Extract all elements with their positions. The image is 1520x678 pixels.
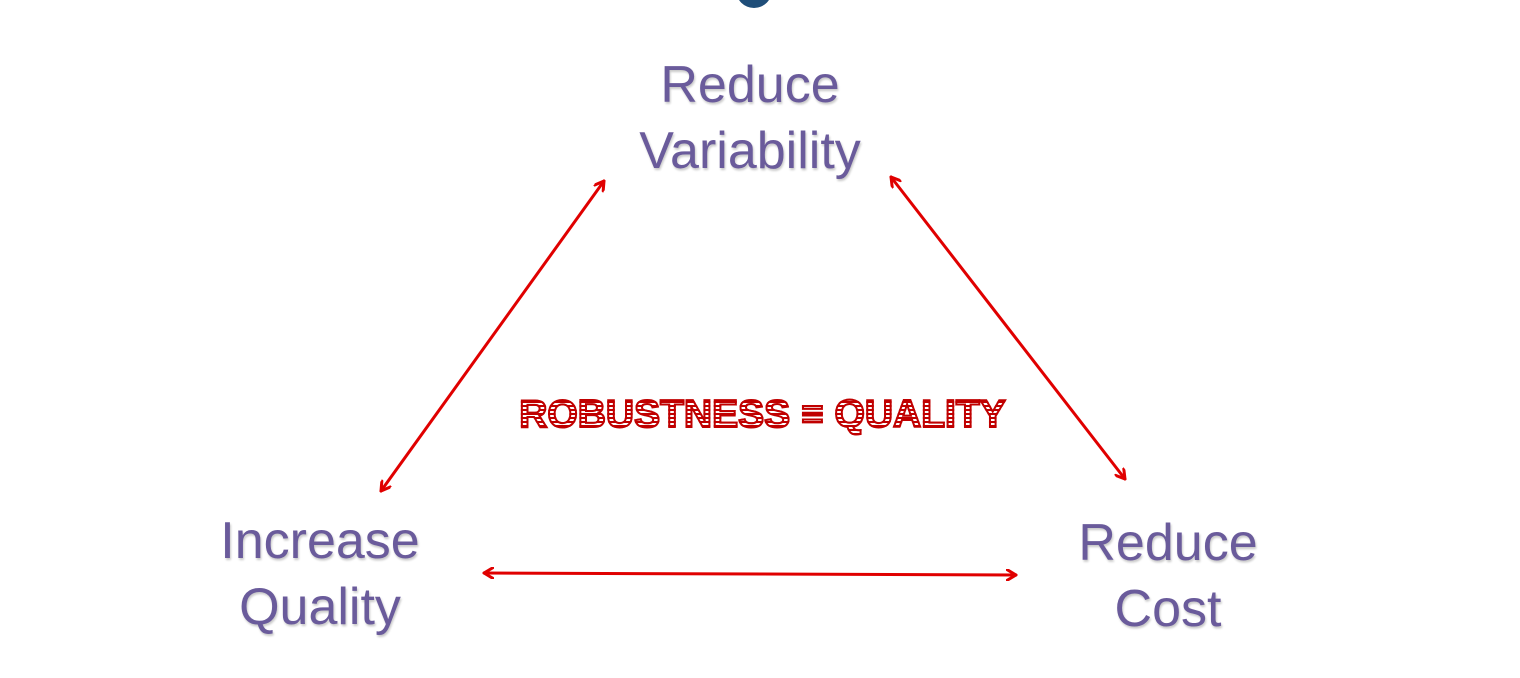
node-reduce-variability-line2: Variability: [639, 122, 861, 180]
arrow-variability-to-quality: [379, 179, 606, 493]
arrow-quality-to-cost: [482, 573, 1018, 575]
arrow-variability-to-cost: [889, 175, 1127, 481]
node-increase-quality-line2: Quality: [239, 578, 401, 636]
robustness-quality-equation: ROBUSTNESS ≡ QUALITY: [470, 391, 1055, 439]
node-reduce-variability: Reduce Variability: [600, 52, 900, 184]
node-reduce-cost: Reduce Cost: [1018, 510, 1318, 642]
node-reduce-cost-line1: Reduce: [1078, 514, 1258, 572]
node-reduce-variability-line1: Reduce: [660, 56, 840, 114]
node-increase-quality: Increase Quality: [170, 508, 470, 640]
cropped-title-fragment: [736, 0, 772, 8]
node-increase-quality-line1: Increase: [220, 512, 420, 570]
node-reduce-cost-line2: Cost: [1114, 580, 1222, 638]
